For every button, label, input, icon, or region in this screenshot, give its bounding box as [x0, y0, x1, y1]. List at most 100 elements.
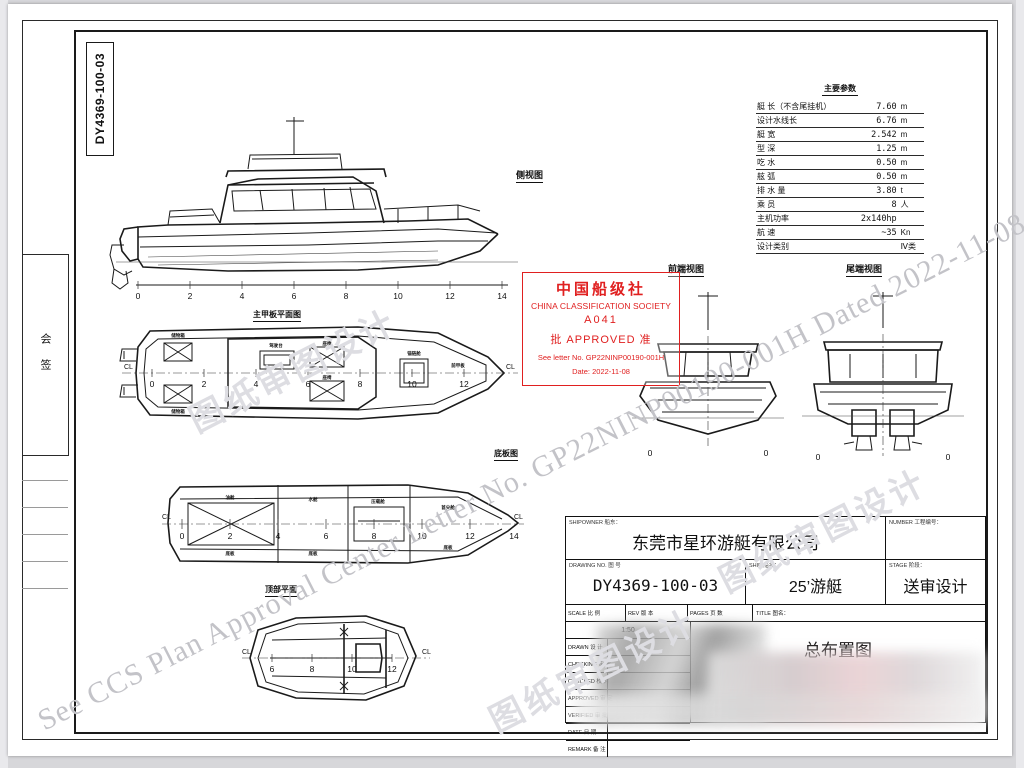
table-row: 艇 长（不含尾挂机） 7.60 m: [756, 100, 924, 114]
param-key: 舷 弧: [756, 169, 835, 184]
scale-caption-cell: SCALE 比 例: [566, 605, 626, 621]
param-key: 排 水 量: [756, 183, 835, 198]
svg-text:锚链舱: 锚链舱: [407, 350, 421, 357]
param-unit: 人: [897, 197, 924, 212]
ccs-approval-stamp: 中国船级社 CHINA CLASSIFICATION SOCIETY A041 …: [522, 272, 680, 386]
shipowner-caption: SHIPOWNER 船东：: [569, 520, 621, 526]
param-key: 吃 水: [756, 155, 835, 170]
signoff-caption: DATE 日 期: [566, 724, 608, 740]
stage-caption: STAGE 阶段：: [889, 563, 926, 569]
page-strip-right: [1016, 0, 1024, 768]
countersign-rows: [22, 454, 68, 589]
scale-caption: SCALE 比 例: [568, 611, 601, 617]
table-row: 艇 宽 2.542 m: [756, 127, 924, 142]
param-unit: Ⅳ类: [897, 239, 924, 254]
station-number: 0: [180, 531, 185, 541]
drawing-number-tag: DY4369-100-03: [86, 42, 114, 156]
param-value: 0.50: [834, 169, 898, 184]
station-number: 2: [228, 531, 233, 541]
stamp-approved-cn-right: 准: [639, 334, 652, 346]
svg-text:0: 0: [764, 448, 769, 458]
station-number: 12: [459, 379, 469, 389]
centerline-label-roof-right: CL: [422, 649, 431, 656]
stamp-letter-no: GP22NINP00190-001H: [585, 353, 665, 362]
table-row: 乘 员 8 人: [756, 197, 924, 212]
stamp-en-name: CHINA CLASSIFICATION SOCIETY: [530, 301, 672, 311]
signoff-caption: REMARK 备 注: [566, 741, 608, 757]
stamp-letter-line: See letter No. GP22NINP00190-001H: [523, 353, 679, 362]
station-number: 2: [188, 291, 193, 301]
roof-plan-drawing: CL CL 6 8 10 12: [242, 615, 431, 701]
station-number: 2: [202, 379, 207, 389]
stamp-code: A041: [584, 314, 618, 326]
ship-caption: SHIP 船名：: [749, 563, 780, 569]
pages-caption-cell: PAGES 页 数: [688, 605, 753, 621]
svg-text:油舱: 油舱: [226, 494, 235, 501]
title-caption: TITLE 图名：: [756, 611, 790, 617]
param-unit: m: [897, 141, 924, 156]
countersign-label: 会 签: [39, 333, 51, 377]
svg-text:储物箱: 储物箱: [171, 332, 185, 339]
svg-text:0: 0: [648, 448, 653, 458]
param-unit: m: [897, 155, 924, 170]
table-row: 航 速 ~35 Kn: [756, 225, 924, 240]
station-number: 10: [417, 531, 427, 541]
svg-text:前甲板: 前甲板: [451, 362, 465, 369]
countersign-box: 会 签: [22, 254, 69, 456]
param-value: 6.76: [834, 113, 898, 128]
param-unit: m: [897, 127, 924, 142]
svg-text:0: 0: [946, 452, 951, 462]
table-row: 型 深 1.25 m: [756, 141, 924, 156]
signoff-row: DATE 日 期: [566, 724, 690, 741]
station-number: 12: [387, 664, 397, 674]
station-number: 6: [270, 664, 275, 674]
param-value: ~35: [834, 225, 898, 240]
param-key: 航 速: [756, 225, 835, 240]
station-number: 8: [358, 379, 363, 389]
countersign-row: [22, 481, 68, 508]
param-key: 设计类别: [756, 239, 835, 254]
stamp-cn-name: 中国船级社: [555, 281, 646, 298]
deck-plan-drawing: CL CL: [119, 326, 518, 420]
drawing-no-cell: DRAWING NO. 图 号 DY4369-100-03: [566, 560, 746, 604]
view-label-bow: 前端视图: [668, 262, 705, 277]
sheet-inner-frame: [74, 30, 988, 734]
param-value: 2.542: [834, 127, 898, 142]
svg-text:储物箱: 储物箱: [171, 408, 185, 415]
svg-text:首尖舱: 首尖舱: [441, 504, 455, 511]
centerline-label-bottom: CL: [162, 514, 171, 521]
svg-text:压载舱: 压载舱: [371, 498, 385, 505]
ship-cell: SHIP 船名： 25’游艇: [746, 560, 886, 604]
table-row: 设计水线长 6.76 m: [756, 113, 924, 128]
station-number: 10: [347, 664, 357, 674]
station-number: 8: [310, 664, 315, 674]
ship-value: 25’游艇: [788, 579, 843, 596]
table-row: 排 水 量 3.80 t: [756, 183, 924, 198]
svg-text:水舱: 水舱: [309, 496, 318, 503]
station-number: 8: [372, 531, 377, 541]
svg-text:座椅: 座椅: [322, 340, 332, 347]
station-number: 14: [497, 291, 507, 301]
view-label-deck-plan: 主甲板平面图: [253, 309, 301, 322]
param-unit: t: [897, 183, 924, 198]
redaction-patch: [574, 694, 984, 724]
shipowner-cell: SHIPOWNER 船东： 东莞市星环游艇有限公司: [566, 517, 886, 559]
svg-text:底板: 底板: [226, 550, 235, 557]
station-number: 4: [240, 291, 245, 301]
view-label-roof-plan: 顶部平面: [265, 584, 297, 597]
station-number: 8: [344, 291, 349, 301]
param-value: 2x140hp: [834, 211, 898, 226]
param-key: 设计水线长: [756, 113, 835, 128]
number-cell: NUMBER 工程编号：: [886, 517, 985, 559]
param-unit: m: [897, 169, 924, 184]
param-key: 艇 宽: [756, 127, 835, 142]
station-number: 6: [324, 531, 329, 541]
countersign-row: [22, 508, 68, 535]
param-key: 型 深: [756, 141, 835, 156]
signoff-value: [608, 741, 690, 757]
title-block-row-scale-header: SCALE 比 例 REV 版 本 PAGES 页 数 TITLE 图名：: [566, 605, 985, 622]
title-block-row-owner: SHIPOWNER 船东： 东莞市星环游艇有限公司 NUMBER 工程编号：: [566, 517, 985, 560]
svg-text:0: 0: [816, 452, 821, 462]
stamp-approved-cn-left: 批: [550, 334, 563, 346]
centerline-label-roof: CL: [242, 649, 251, 656]
